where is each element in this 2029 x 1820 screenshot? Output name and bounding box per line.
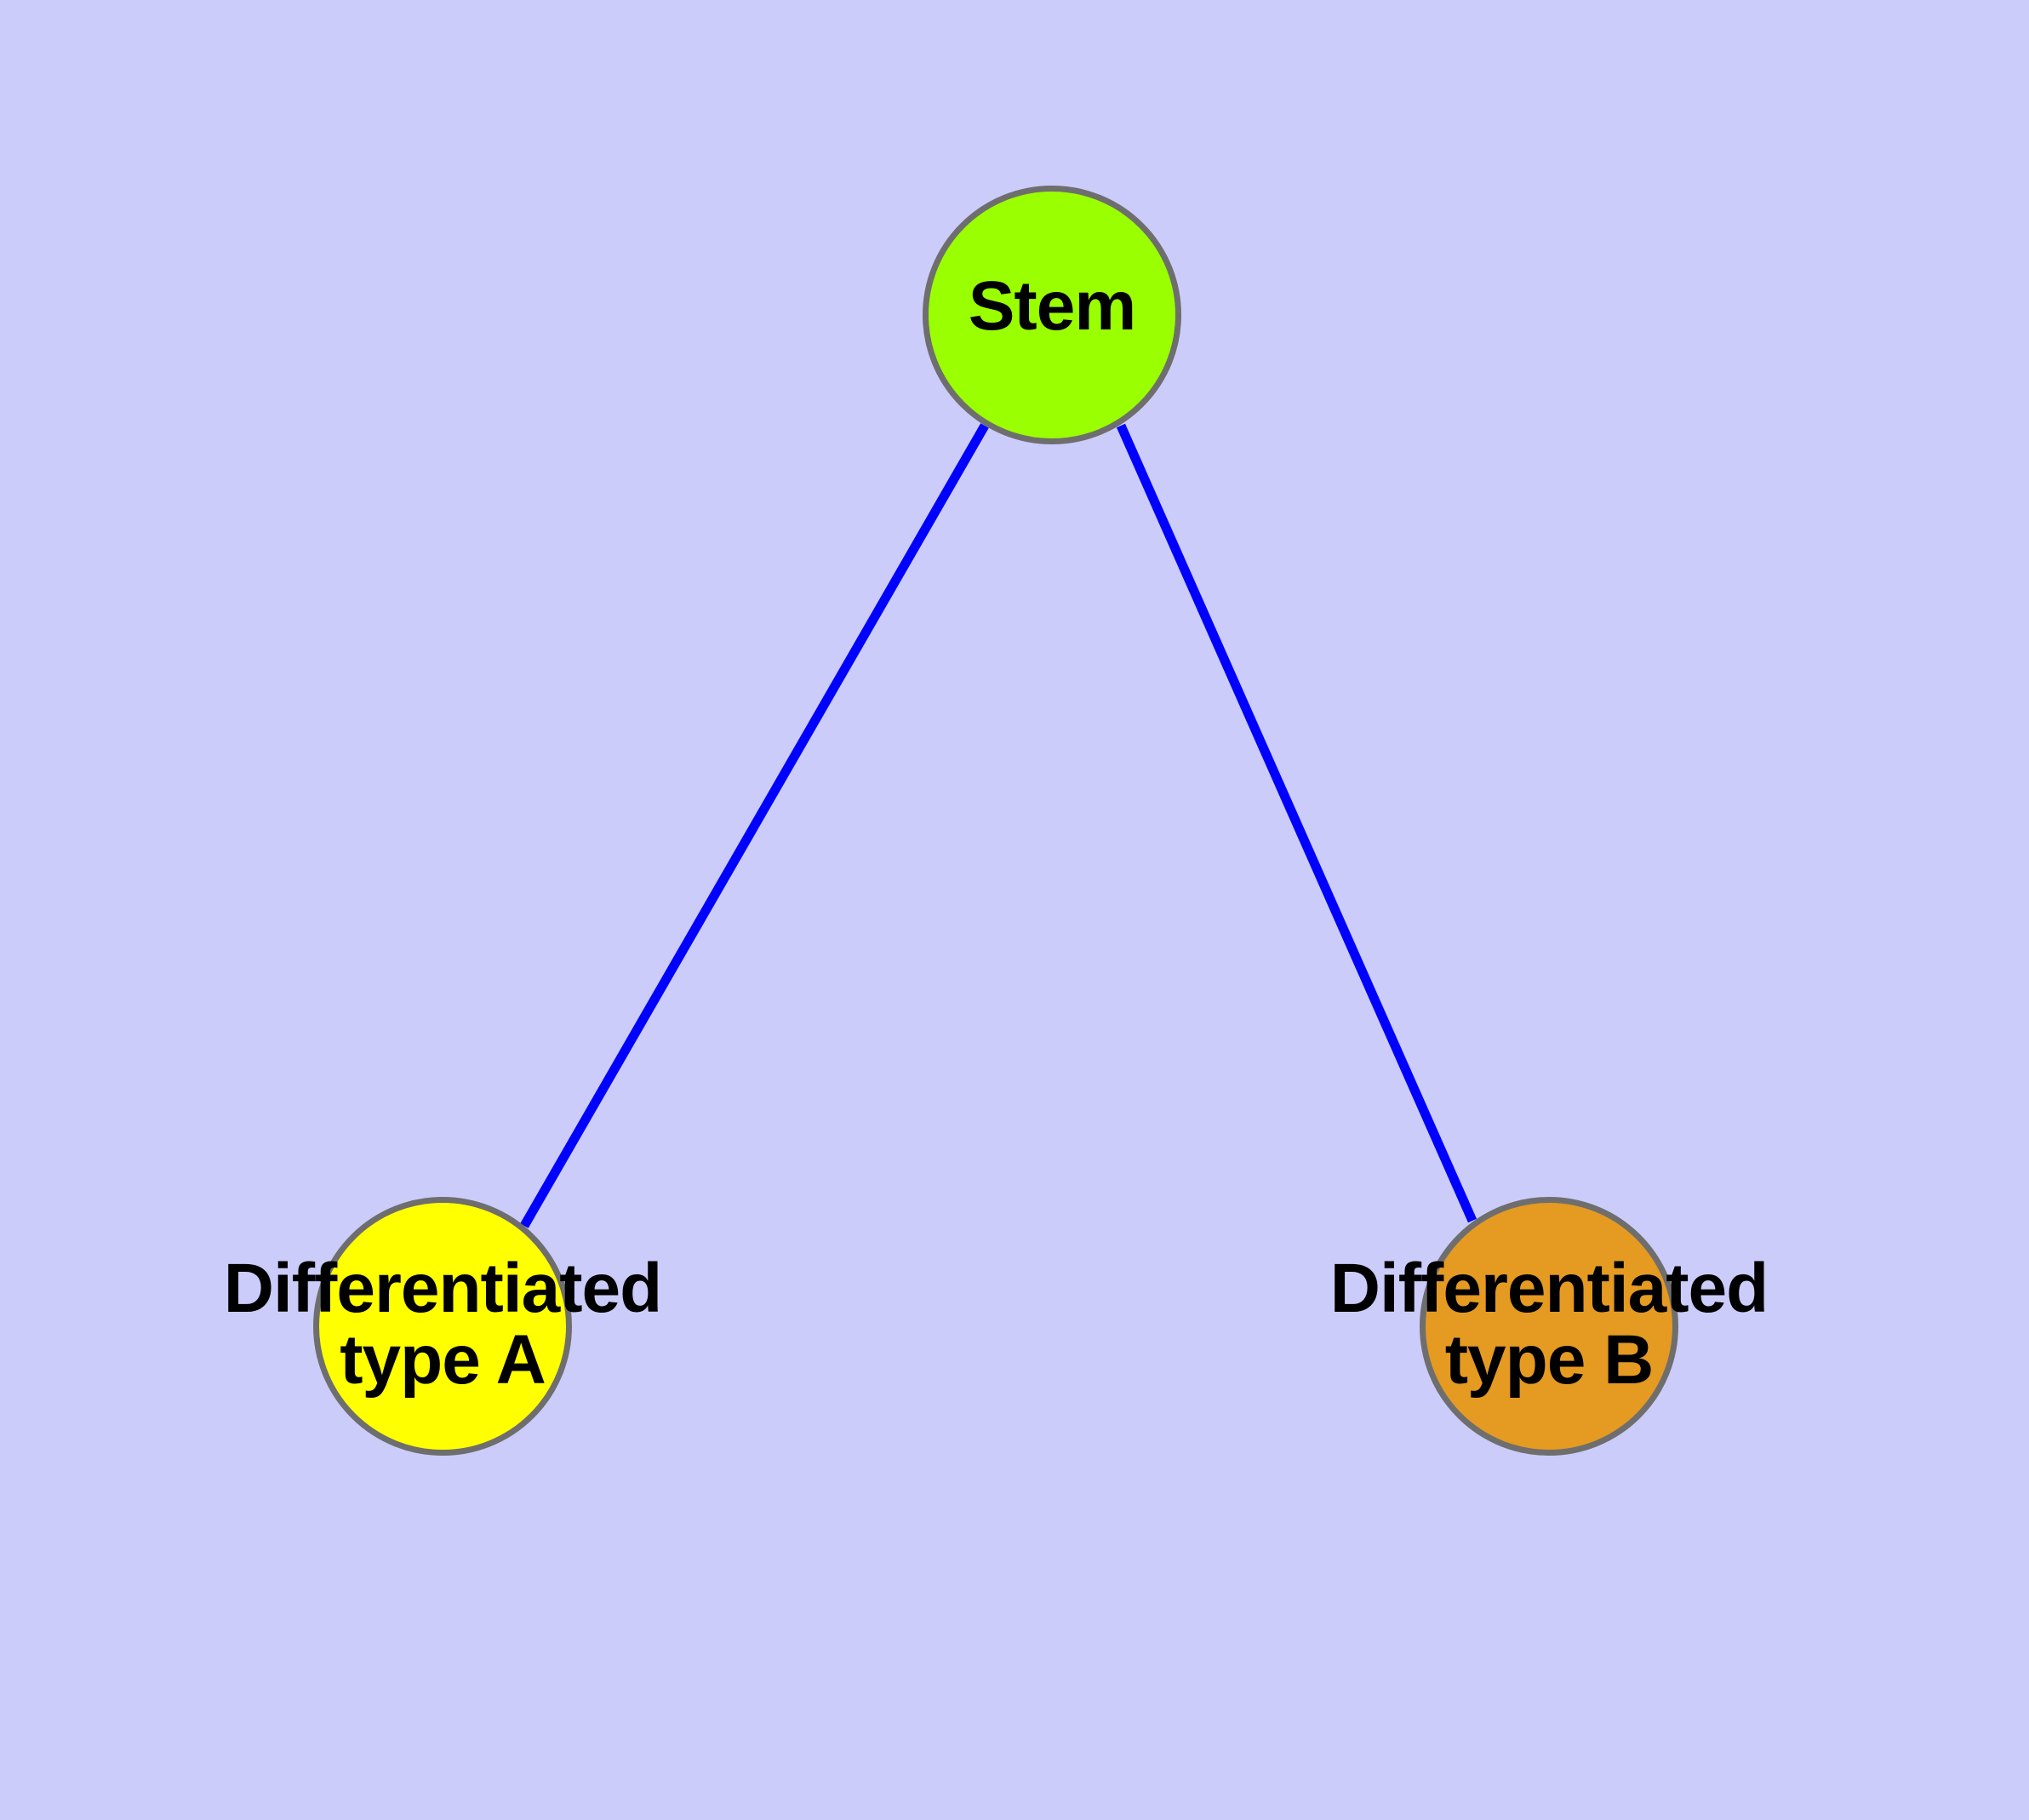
node-stem[interactable] xyxy=(923,186,1181,444)
node-differentiated-type-b[interactable] xyxy=(1420,1197,1678,1456)
node-label-differentiated-type-a: Differentiated type A xyxy=(223,1250,663,1399)
node-label-differentiated-type-b: Differentiated type B xyxy=(1329,1250,1769,1399)
edge-stem-to-diff-b[interactable] xyxy=(1116,423,1477,1223)
edge-stem-to-diff-a[interactable] xyxy=(520,423,989,1228)
node-differentiated-type-a[interactable] xyxy=(313,1197,572,1456)
node-label-stem: Stem xyxy=(968,267,1137,345)
